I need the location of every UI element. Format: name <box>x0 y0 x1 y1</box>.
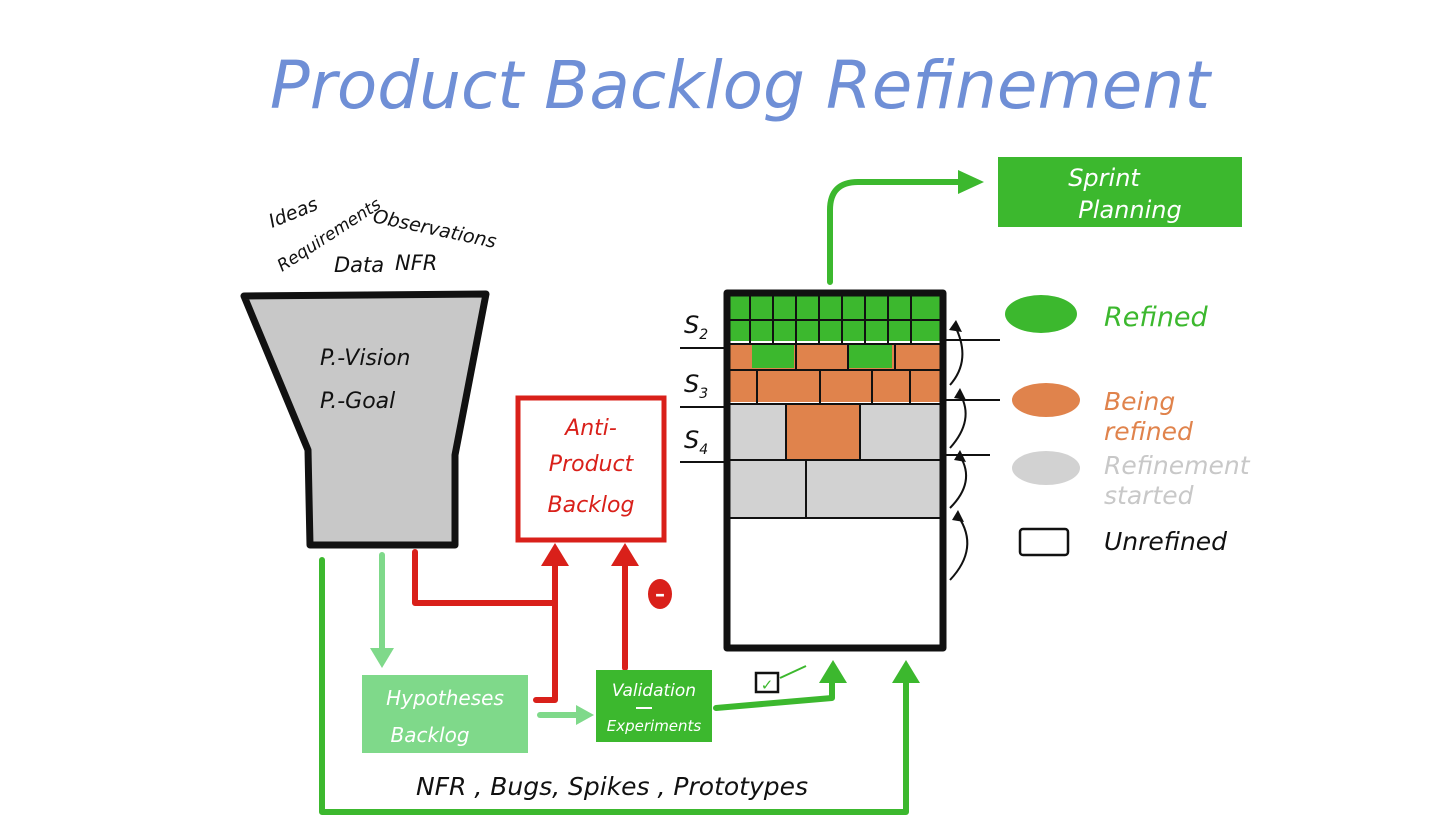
checkbox-mark: ✓ <box>761 676 774 694</box>
legend: Refined Being refined Refinement started… <box>1005 295 1251 557</box>
refinement-flow-arrowheads <box>949 320 966 522</box>
sprint-planning-line1: Sprint <box>1068 164 1141 192</box>
dark-green-arrows <box>319 179 961 815</box>
sprint-label-s4: S4 <box>684 426 708 458</box>
light-green-arrowhead-2 <box>576 705 594 725</box>
hypotheses-backlog-box <box>362 675 528 753</box>
minus-circle <box>648 579 672 609</box>
product-backlog-column <box>723 289 947 652</box>
validation-line1: Validation <box>612 681 696 701</box>
sprint-label-s2: S2 <box>684 311 708 343</box>
minus-sign: – <box>655 582 665 606</box>
legend-started-label1: Refinement <box>1104 451 1251 480</box>
checkbox <box>754 671 780 694</box>
hypotheses-line2: Backlog <box>390 723 469 747</box>
light-green-arrowhead-1 <box>370 648 394 668</box>
red-arrowhead-2 <box>611 543 639 566</box>
legend-started-label2: started <box>1104 481 1194 510</box>
legend-unrefined-swatch <box>1018 527 1070 557</box>
legend-started-swatch <box>1012 451 1080 485</box>
light-green-arrows <box>379 552 581 718</box>
input-data: Data <box>334 253 384 277</box>
funnel-goal: P.-Goal <box>320 389 395 414</box>
anti-backlog-line2: Product <box>549 452 635 477</box>
input-observations: Observations <box>371 205 499 253</box>
sprint-label-s3: S3 <box>684 370 708 402</box>
checkbox-pointer <box>779 665 807 679</box>
anti-backlog-line1: Anti- <box>563 416 617 441</box>
red-arrowhead-1 <box>541 543 569 566</box>
legend-unrefined-label: Unrefined <box>1104 527 1227 556</box>
dark-green-arrowhead-validation <box>819 660 847 683</box>
funnel-shape <box>240 290 490 549</box>
hypotheses-line1: Hypotheses <box>386 686 504 710</box>
legend-refined-swatch <box>1005 295 1077 333</box>
bottom-label: NFR , Bugs, Spikes , Prototypes <box>416 772 808 801</box>
backlog-outline <box>723 289 947 652</box>
sprint-divider-lines <box>680 339 1000 463</box>
sprint-planning-line2: Planning <box>1078 196 1181 224</box>
legend-being-refined-label1: Being <box>1104 387 1175 416</box>
input-ideas: Ideas <box>266 193 322 233</box>
anti-backlog-line3: Backlog <box>548 493 635 518</box>
legend-refined-label: Refined <box>1104 302 1209 333</box>
refined-items <box>727 293 943 341</box>
being-refined-cell <box>786 404 860 460</box>
validation-line2: Experiments <box>607 717 702 735</box>
legend-being-refined-swatch <box>1012 383 1080 417</box>
refined-cell-a <box>752 344 794 368</box>
input-nfr: NFR <box>395 251 437 275</box>
diagram-title: Product Backlog Refinement <box>270 47 1212 124</box>
legend-being-refined-label2: refined <box>1104 417 1193 446</box>
refined-cell-b <box>848 344 892 368</box>
funnel-vision: P.-Vision <box>320 346 410 371</box>
dark-green-arrowhead-sprint <box>958 170 984 194</box>
red-arrows <box>412 549 628 703</box>
sprint-planning-box <box>998 157 1242 227</box>
validation-experiments-box <box>596 670 712 742</box>
anti-product-backlog-box <box>515 395 667 543</box>
dark-green-arrowhead-bottom <box>892 660 920 683</box>
